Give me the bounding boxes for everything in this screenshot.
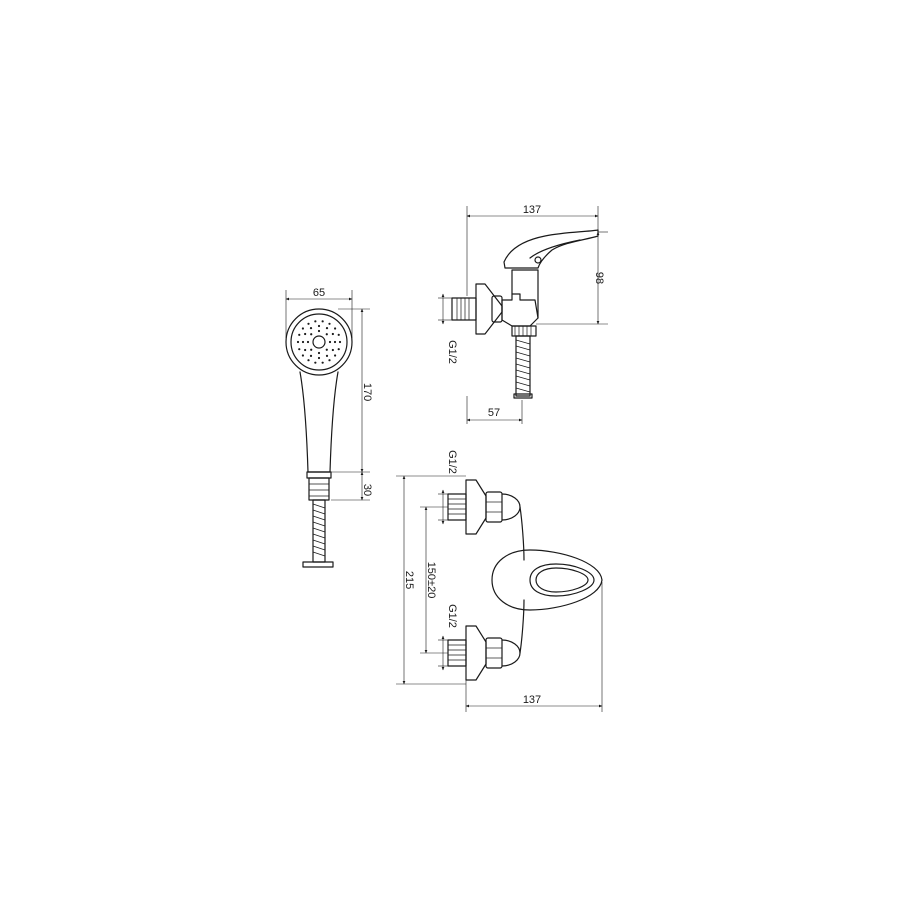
front-top-thread [447,493,467,521]
dim-side-thread: G1/2 [446,340,458,364]
nozzle-dot [301,340,305,344]
nozzle-dot [331,332,334,336]
nozzle-dot [337,348,340,351]
dim-front-height: 215 [403,571,415,589]
nozzle-dot [331,348,334,352]
front-view-mixer [447,479,603,681]
dim-shower-head-width: 65 [313,287,325,299]
front-lever [491,549,603,611]
dim-front-width: 137 [523,694,541,706]
nozzle-dot [325,354,329,357]
nozzle-dot [321,361,324,364]
nozzle-dot [317,324,321,328]
side-hose [515,335,531,397]
dim-side-height: 98 [593,272,605,284]
dim-front-top-thread: G1/2 [446,450,458,474]
nozzle-dot [307,359,310,362]
front-view-dimensions: G1/2 150±20 G1/2 215 137 [396,450,603,712]
nozzle-dot [333,327,337,330]
dim-shower-connector: 30 [361,484,373,496]
side-body [501,293,539,327]
dim-front-center-distance: 150±20 [425,562,437,599]
dim-side-depth: 57 [488,407,500,419]
shower-handle [299,371,339,473]
nozzle-dot [325,327,329,330]
shower-dimensions: 65 170 30 [285,287,373,501]
nozzle-dot [298,348,301,351]
nozzle-dot [337,333,340,336]
nozzle-dot [333,340,337,344]
side-outlet-nut [511,325,537,337]
side-view-mixer [451,229,599,399]
nozzle-dot [328,340,332,344]
nozzle-dot [314,361,317,364]
side-flange [475,283,503,335]
nozzle-dot [310,333,313,336]
nozzle-dot [304,348,307,352]
nozzle-dot [309,354,313,357]
nozzle-dot [328,359,331,362]
nozzle-dot [307,322,310,325]
nozzle-dot [321,320,324,323]
nozzle-dot [301,354,305,357]
nozzle-dot [296,340,300,344]
nozzle-dot [298,333,301,336]
dim-side-width: 137 [523,204,541,216]
side-thread-pipe [451,297,477,321]
shower-nozzles [296,320,342,364]
hand-shower [285,308,353,568]
nozzle-dot [306,340,310,344]
nozzle-dot [310,348,313,351]
nozzle-dot [317,356,321,360]
dim-shower-handle-length: 170 [361,383,373,401]
nozzle-dot [333,354,337,357]
front-top-flange [465,479,487,535]
side-lever [503,229,599,269]
dim-front-bottom-thread: G1/2 [446,604,458,628]
nozzle-dot [325,333,328,336]
nozzle-dot [338,340,342,344]
nozzle-dot [317,351,321,355]
front-bottom-flange [465,625,487,681]
shower-head-outer [285,308,353,376]
nozzle-dot [304,332,307,336]
nozzle-dot [317,329,321,333]
nozzle-dot [301,327,305,330]
nozzle-dot [309,327,313,330]
nozzle-dot [325,348,328,351]
side-view-dimensions: 137 98 G1/2 57 [438,204,608,424]
nozzle-dot [314,320,317,323]
nozzle-dot [328,322,331,325]
front-bottom-thread [447,639,467,667]
